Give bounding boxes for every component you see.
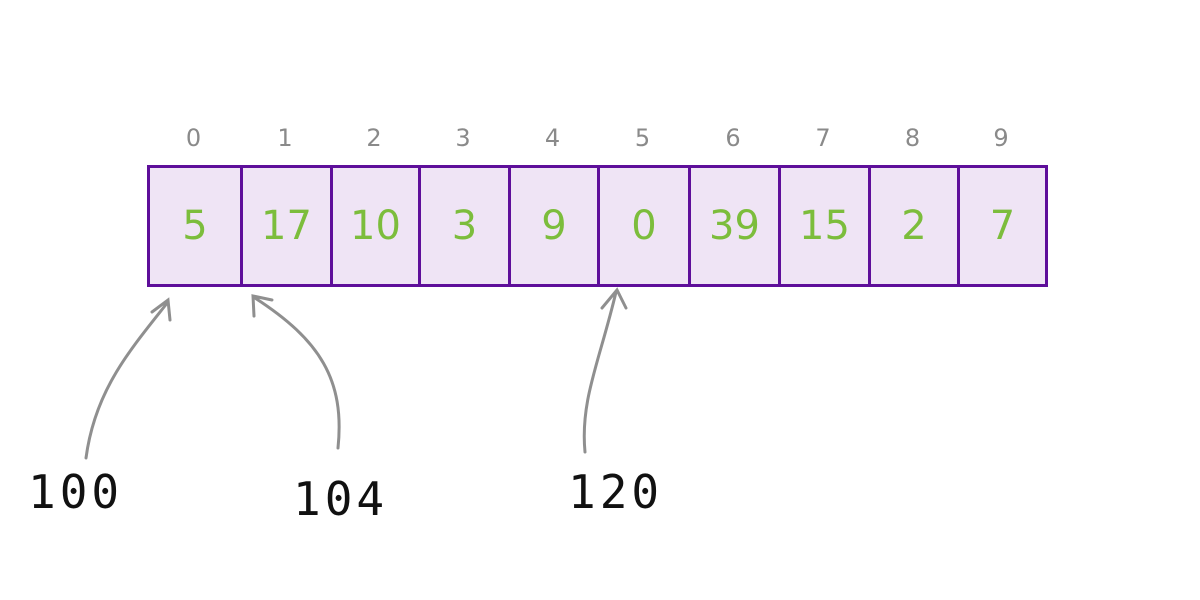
array-cell: 17 (240, 165, 333, 287)
array-index: 6 (725, 124, 741, 152)
array-index: 2 (366, 124, 382, 152)
arrow-120 (582, 287, 628, 454)
arrow-100 (84, 297, 172, 460)
array-index: 5 (634, 124, 651, 152)
array-cell: 39 (688, 165, 781, 287)
address-label-104: 104 (293, 472, 389, 526)
array-index: 1 (277, 124, 293, 152)
array-index: 7 (815, 124, 831, 152)
array-index: 4 (544, 124, 561, 152)
array-index: 8 (904, 124, 921, 152)
address-label-100: 100 (28, 465, 124, 519)
array-index: 3 (455, 124, 471, 152)
array-index: 9 (993, 124, 1009, 152)
array-cell: 7 (957, 165, 1048, 287)
array-cell: 0 (597, 165, 691, 287)
array-index: 0 (185, 124, 202, 152)
arrow-104 (251, 294, 341, 450)
address-label-120: 120 (568, 465, 664, 519)
array-cell: 3 (418, 165, 511, 287)
